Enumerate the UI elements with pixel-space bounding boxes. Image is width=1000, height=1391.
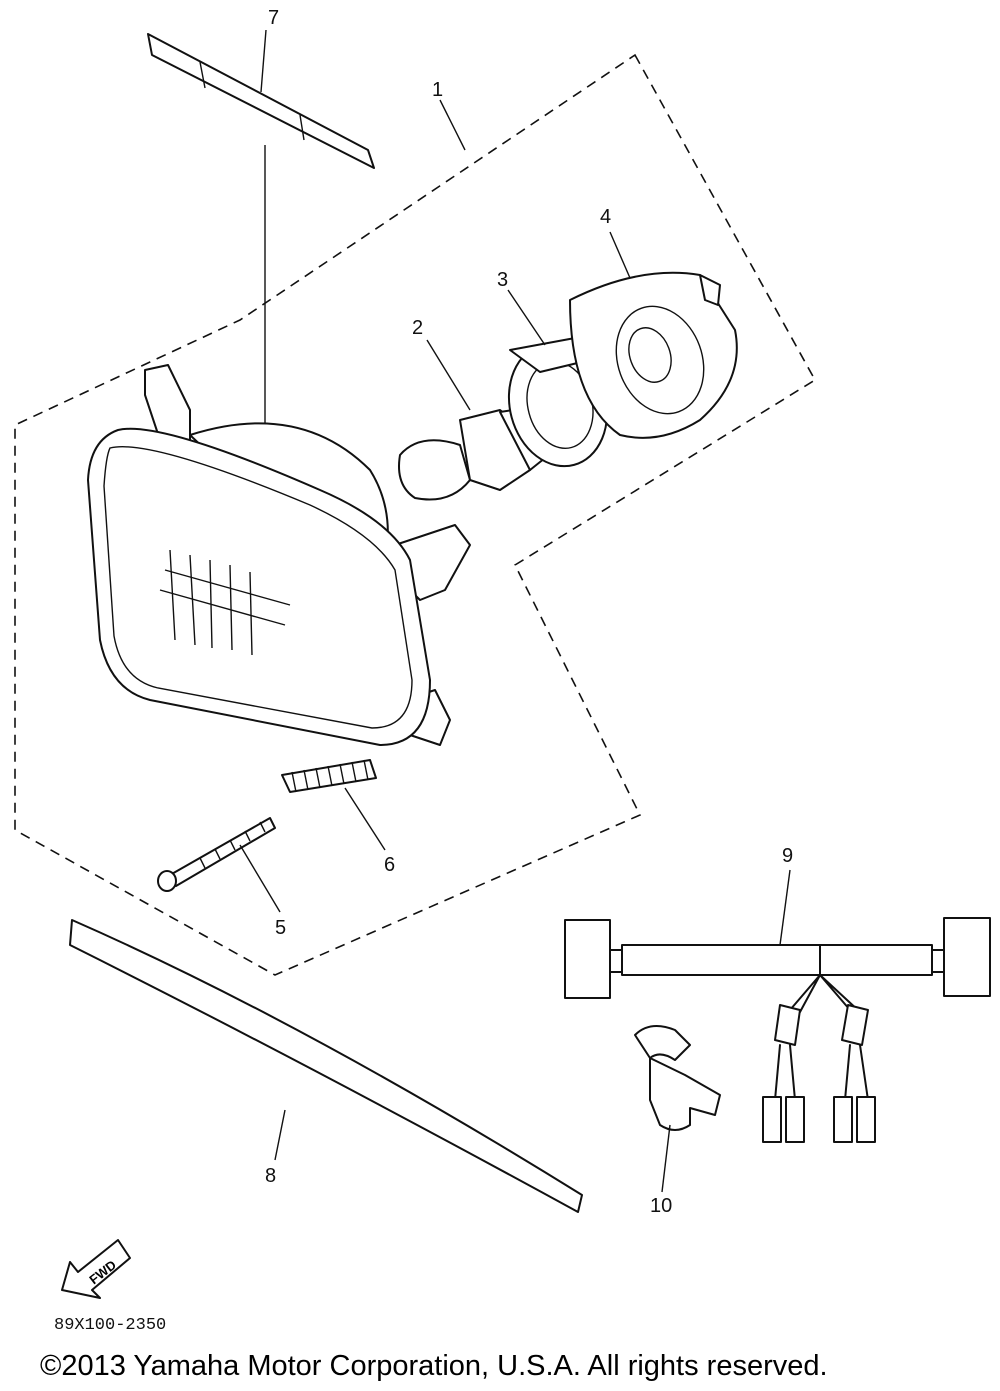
assembly-outline	[14, 53, 817, 976]
part-10-clamp	[634, 1025, 721, 1131]
leader-10	[661, 1124, 671, 1193]
leader-4	[609, 231, 631, 279]
leader-5	[239, 844, 281, 913]
part-7-reflector	[147, 33, 375, 169]
callout-8: 8	[265, 1165, 277, 1187]
callout-9: 9	[782, 845, 794, 867]
callout-6: 6	[384, 854, 396, 876]
part-9-harness	[564, 917, 991, 1143]
part-8-bar	[69, 919, 583, 1213]
leader-9	[779, 869, 791, 946]
drawing-code: 89X100-2350	[54, 1316, 167, 1335]
headlight-housing	[87, 364, 471, 746]
callout-7: 7	[268, 7, 280, 29]
callout-3: 3	[497, 269, 509, 291]
leader-3	[507, 289, 546, 346]
part-6-spring	[281, 759, 377, 793]
callout-5: 5	[275, 917, 287, 939]
callout-4: 4	[600, 206, 612, 228]
part-2-bulb	[398, 404, 556, 501]
callout-1: 1	[432, 79, 444, 101]
leader-1	[439, 99, 466, 151]
callout-2: 2	[412, 317, 424, 339]
copyright-notice: ©2013 Yamaha Motor Corporation, U.S.A. A…	[40, 1350, 828, 1382]
leader-6	[344, 787, 386, 851]
leader-7-label	[260, 29, 267, 93]
part-4-cover	[569, 271, 738, 439]
leader-2	[426, 339, 471, 411]
part-5-bolt	[157, 817, 276, 892]
leader-8	[274, 1109, 286, 1161]
callout-10: 10	[650, 1195, 673, 1217]
fwd-arrow-icon: FWD	[61, 1239, 131, 1299]
